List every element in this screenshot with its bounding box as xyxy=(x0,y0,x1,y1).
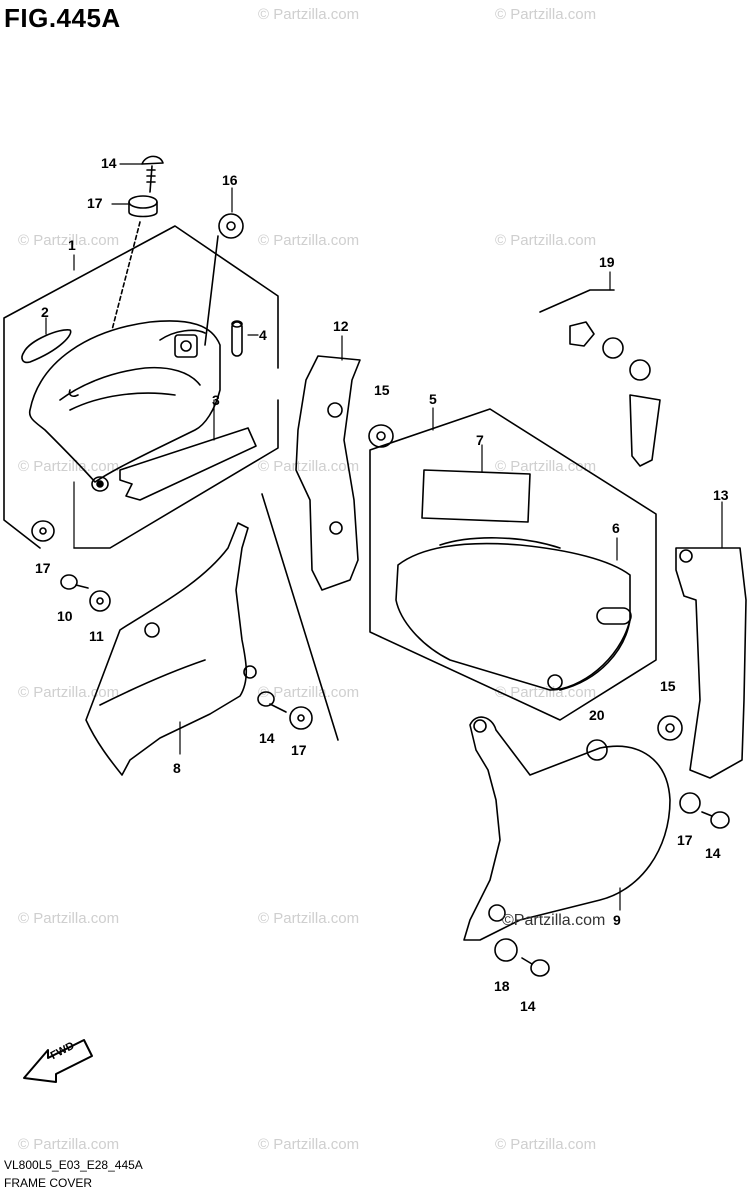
part-17-grommet-top xyxy=(128,195,158,218)
watermark: © Partzilla.com xyxy=(258,684,360,701)
watermark: © Partzilla.com xyxy=(495,232,597,249)
part-19-lock-set xyxy=(569,321,661,467)
part-label-11: 11 xyxy=(89,628,104,644)
fwd-arrow-icon xyxy=(23,1039,93,1083)
part-label-14b: 14 xyxy=(259,730,275,746)
part-label-3: 3 xyxy=(212,392,220,408)
part-label-6: 6 xyxy=(612,520,620,536)
part-label-1: 1 xyxy=(68,237,76,253)
watermark: © Partzilla.com xyxy=(18,458,120,475)
part-14-screw-mid xyxy=(257,691,287,713)
part-9-lower-cover xyxy=(463,716,671,941)
part-16-grommet xyxy=(218,213,244,239)
watermark: © Partzilla.com xyxy=(18,910,120,927)
part-2-seal xyxy=(21,329,72,364)
part-label-19: 19 xyxy=(599,254,615,270)
part-label-18: 18 xyxy=(494,978,510,994)
footer-name: FRAME COVER xyxy=(4,1176,93,1190)
watermark: © Partzilla.com xyxy=(258,910,360,927)
part-label-8: 8 xyxy=(173,760,181,776)
part-14-screw-bottom xyxy=(521,957,550,977)
group-outline-1 xyxy=(3,225,279,549)
part-15-grommet-right xyxy=(657,715,683,741)
part-label-5: 5 xyxy=(429,391,437,407)
part-5-frame-cover xyxy=(395,537,632,691)
part-label-10: 10 xyxy=(57,608,73,624)
part-label-9: 9 xyxy=(613,912,621,928)
part-label-2: 2 xyxy=(41,304,49,320)
leader-lines xyxy=(45,163,723,911)
watermark: © Partzilla.com xyxy=(18,232,120,249)
footer-code: VL800L5_E03_E28_445A xyxy=(4,1158,143,1172)
watermark: © Partzilla.com xyxy=(18,684,120,701)
watermark: © Partzilla.com xyxy=(495,684,597,701)
part-label-17c: 17 xyxy=(291,742,307,758)
leader-line xyxy=(204,235,219,346)
watermark: © Partzilla.com xyxy=(258,6,360,23)
part-label-13: 13 xyxy=(713,487,729,503)
part-3-cushion xyxy=(119,427,257,501)
part-label-14: 14 xyxy=(101,155,117,171)
part-label-16: 16 xyxy=(222,172,238,188)
watermark: © Partzilla.com xyxy=(495,1136,597,1153)
part-label-17: 17 xyxy=(87,195,103,211)
group-outline-5 xyxy=(369,408,657,721)
part-18-grommet xyxy=(494,938,518,962)
figure-title: FIG.445A xyxy=(4,3,121,33)
part-14-screw-top xyxy=(141,155,164,193)
part-4-pin xyxy=(231,320,243,357)
part-13-bracket xyxy=(675,547,747,779)
part-label-17b: 17 xyxy=(35,560,51,576)
part-label-7: 7 xyxy=(476,432,484,448)
part-label-15: 15 xyxy=(374,382,390,398)
watermark: © Partzilla.com xyxy=(258,1136,360,1153)
part-label-14c: 14 xyxy=(705,845,721,861)
part-7-label xyxy=(421,469,531,523)
group-outline-12 xyxy=(261,493,339,741)
watermark: © Partzilla.com xyxy=(18,1136,120,1153)
watermark: © Partzilla.com xyxy=(495,458,597,475)
part-8-lower-cover xyxy=(85,522,257,776)
watermark: © Partzilla.com xyxy=(258,232,360,249)
group-outline-19 xyxy=(539,289,615,313)
leader-line xyxy=(111,221,141,331)
part-label-17d: 17 xyxy=(677,832,693,848)
part-17-grommet-right xyxy=(679,792,701,814)
part-17-grommet-mid xyxy=(289,706,313,730)
part-1-frame-cover xyxy=(28,320,221,492)
part-14-screw-right xyxy=(701,811,730,829)
part-20-grommet xyxy=(586,739,608,761)
part-17-grommet-left xyxy=(31,520,55,542)
part-label-4: 4 xyxy=(259,327,267,343)
watermark: © Partzilla.com xyxy=(258,458,360,475)
part-11-grommet xyxy=(89,590,111,612)
part-10-bolt xyxy=(60,574,89,590)
part-label-20: 20 xyxy=(589,707,605,723)
part-12-bracket xyxy=(295,355,361,591)
part-label-14d: 14 xyxy=(520,998,536,1014)
part-label-15b: 15 xyxy=(660,678,676,694)
watermark: © Partzilla.com xyxy=(495,6,597,23)
watermark-main: ©Partzilla.com xyxy=(502,912,606,929)
group-outline-1b xyxy=(73,399,279,549)
part-label-12: 12 xyxy=(333,318,349,334)
